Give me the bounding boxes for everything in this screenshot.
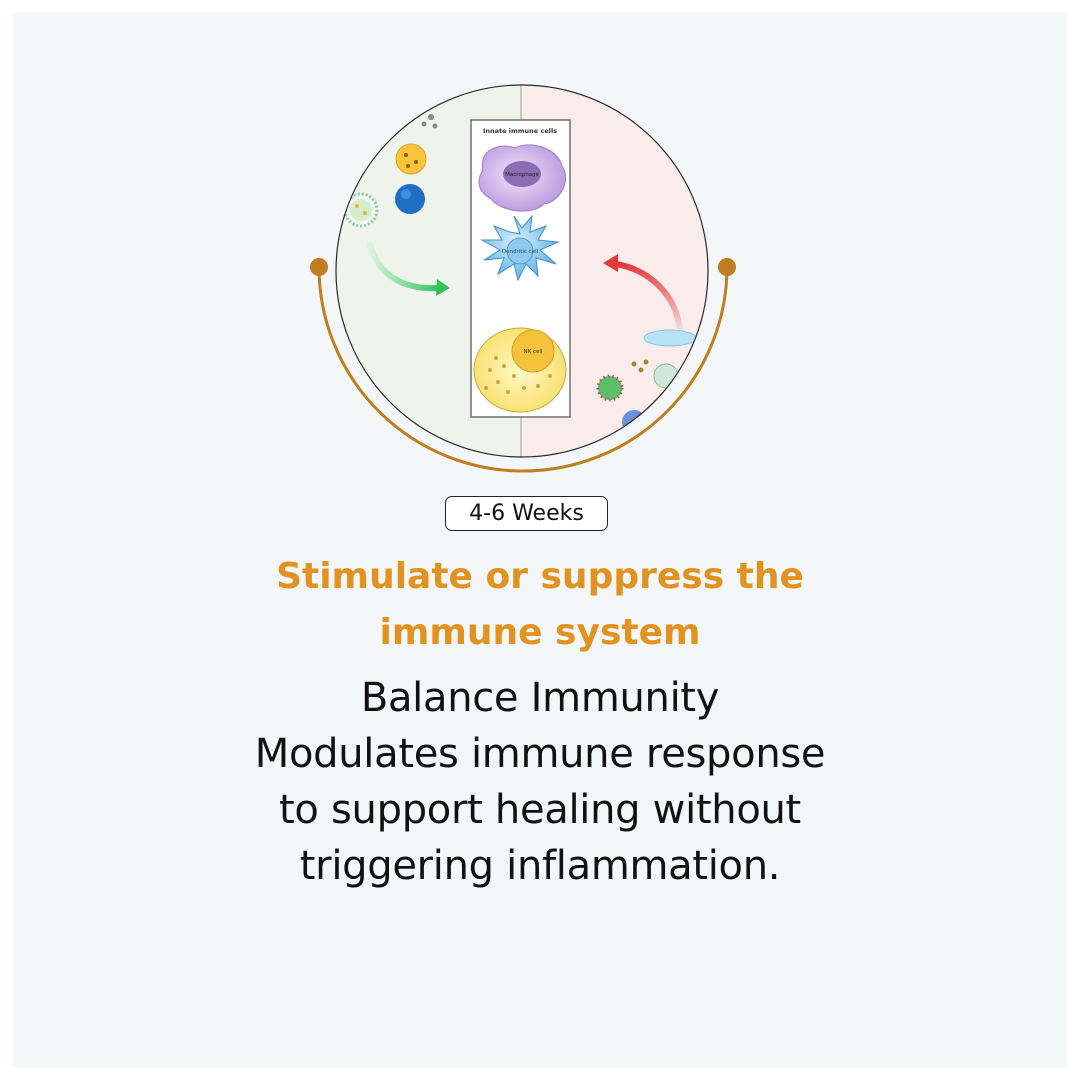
decorative-arc xyxy=(317,266,729,473)
arc-end-dot-right xyxy=(718,258,736,276)
macrophage-label: Macrophage xyxy=(505,172,539,178)
arc-end-dot-left xyxy=(310,258,328,276)
nk-cell: NK cell xyxy=(473,327,567,413)
panel-title: Innate immune cells xyxy=(483,127,557,135)
nk-cell-label: NK cell xyxy=(524,349,543,355)
description-line: Balance Immunity xyxy=(360,675,720,721)
description: Balance Immunity Modulates immune respon… xyxy=(100,670,980,894)
description-line: triggering inflammation. xyxy=(299,843,781,889)
green-arrow xyxy=(367,242,443,292)
red-arrow xyxy=(613,261,683,333)
yellow-particle xyxy=(395,143,427,175)
virus-particle xyxy=(596,374,624,402)
headline-line-1: Stimulate or suppress the xyxy=(276,556,804,597)
dendritic-cell: Dendritic cell xyxy=(480,214,560,282)
blue-particle xyxy=(395,184,425,214)
dendritic-label: Dendritic cell xyxy=(502,249,539,255)
headline-line-2: immune system xyxy=(379,612,701,653)
immune-cells-illustration: Innate immune cells Macrophage Dendritic… xyxy=(310,84,736,473)
headline: Stimulate or suppress the immune system xyxy=(140,549,940,661)
duration-badge: 4-6 Weeks xyxy=(445,496,608,531)
description-line: Modulates immune response xyxy=(254,731,826,777)
description-line: to support healing without xyxy=(279,787,801,833)
